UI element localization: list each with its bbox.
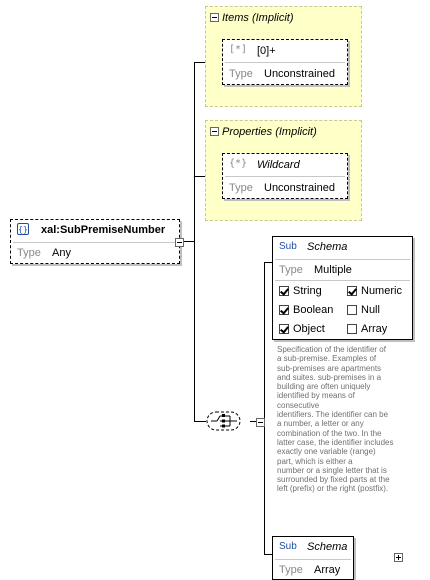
items-type-value: Unconstrained <box>264 68 335 80</box>
schema-type-value: Array <box>314 564 341 576</box>
collapse-icon[interactable] <box>210 127 219 136</box>
schema-title: Schema <box>307 541 348 553</box>
schema-node[interactable]: Sub Schema Type Multiple String Numeric … <box>272 236 413 340</box>
array-checkbox[interactable] <box>347 324 357 334</box>
connector-line <box>264 554 272 555</box>
properties-group-label: Properties (Implicit) <box>222 126 317 138</box>
schema-type-value: Multiple <box>314 264 352 276</box>
object-checkbox[interactable] <box>279 324 289 334</box>
connector-line <box>264 262 265 554</box>
description-text: Specification of the identifier of a sub… <box>277 345 394 494</box>
items-node-label: [0]+ <box>257 45 276 57</box>
connector-line <box>180 241 194 242</box>
properties-node[interactable]: {*} Wildcard Type Unconstrained <box>222 153 348 199</box>
boolean-checkbox[interactable] <box>279 305 289 315</box>
items-group-label: Items (Implicit) <box>222 12 294 24</box>
properties-group-title: Properties (Implicit) <box>210 126 317 138</box>
schema-array-node[interactable]: Sub Schema Type Array <box>272 536 354 580</box>
null-label: Null <box>361 304 380 316</box>
null-checkbox[interactable] <box>347 305 357 315</box>
array-item-icon: [*] <box>229 44 248 55</box>
properties-type-key: Type <box>229 182 253 194</box>
object-label: Object <box>293 323 325 335</box>
collapse-icon[interactable] <box>175 238 184 247</box>
root-node[interactable]: {} xal:SubPremiseNumber Type Any <box>10 219 180 264</box>
root-node-name: xal:SubPremiseNumber <box>41 224 166 236</box>
sub-label: Sub <box>279 541 297 552</box>
numeric-label: Numeric <box>361 285 402 297</box>
root-type-key: Type <box>17 247 41 259</box>
string-label: String <box>293 285 322 297</box>
properties-type-value: Unconstrained <box>264 182 335 194</box>
connector-line <box>194 62 195 421</box>
schema-title: Schema <box>307 241 348 253</box>
items-node[interactable]: [*] [0]+ Type Unconstrained <box>222 39 348 85</box>
collapse-icon[interactable] <box>256 418 266 427</box>
schema-type-key: Type <box>279 564 303 576</box>
items-group-title: Items (Implicit) <box>210 12 294 24</box>
connector-line <box>194 421 206 422</box>
collapse-icon[interactable] <box>210 13 219 22</box>
numeric-checkbox[interactable] <box>347 286 357 296</box>
array-label: Array <box>361 323 388 335</box>
choice-connector[interactable] <box>206 411 242 431</box>
connector-line <box>264 262 272 263</box>
object-icon: {} <box>17 223 29 235</box>
schema-type-key: Type <box>279 264 303 276</box>
sub-label: Sub <box>279 241 297 252</box>
boolean-label: Boolean <box>293 304 334 316</box>
wildcard-icon: {*} <box>229 158 248 169</box>
expand-icon[interactable] <box>394 553 404 562</box>
string-checkbox[interactable] <box>279 286 289 296</box>
properties-node-label: Wildcard <box>257 159 300 171</box>
root-type-value: Any <box>52 247 71 259</box>
items-type-key: Type <box>229 68 253 80</box>
